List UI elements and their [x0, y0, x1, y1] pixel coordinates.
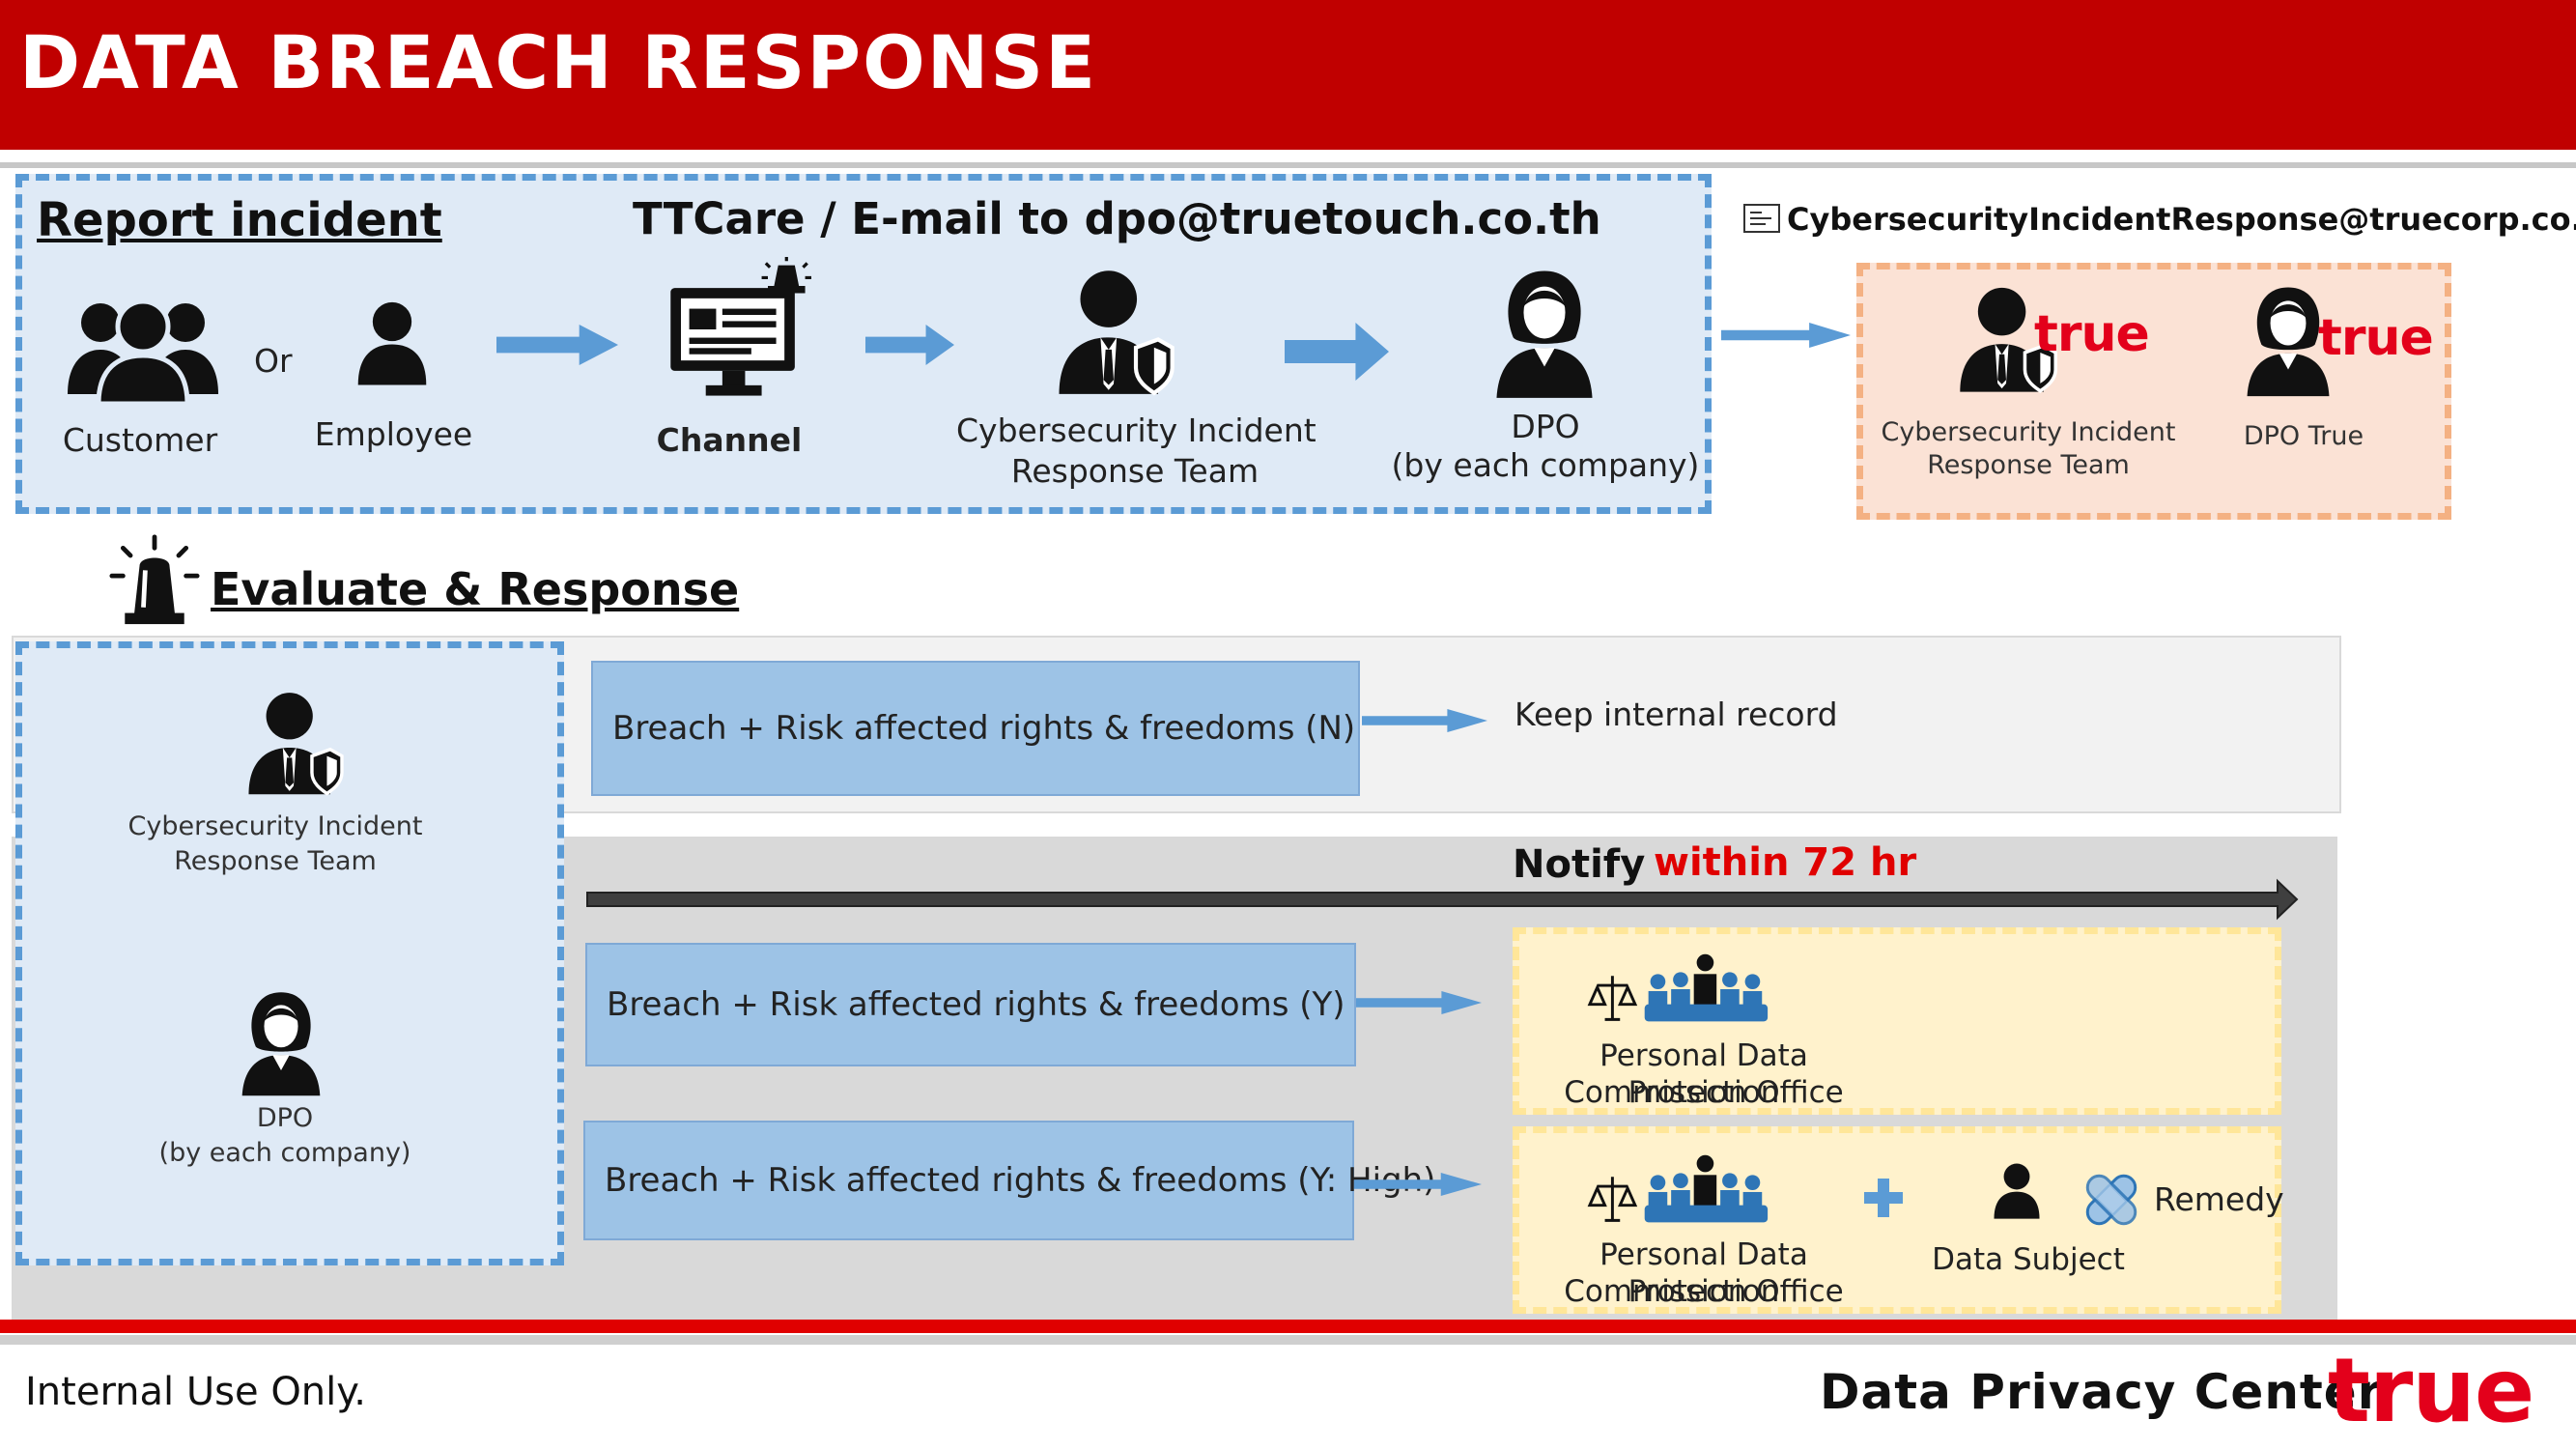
eval-dpo-label-2: (by each company)	[158, 1138, 411, 1168]
report-incident-title: Report incident	[37, 193, 442, 247]
cirt-agent-icon	[1051, 265, 1176, 396]
cirt-label-1: Cybersecurity Incident	[956, 412, 1316, 449]
notify-time-label: within 72 hr	[1654, 840, 1917, 885]
true-escalation-panel	[1856, 263, 2451, 520]
pdpc-label-1: Personal Data Protection	[1599, 1038, 1808, 1110]
report-channel-text: TTCare / E-mail to dpo@truetouch.co.th	[633, 193, 1601, 244]
customer-group-icon	[66, 286, 220, 402]
eval-dpo-woman-icon	[241, 992, 321, 1096]
true-cirt-label-2: Response Team	[1927, 450, 2130, 480]
employee-icon	[357, 301, 427, 385]
dpo-woman-icon	[1496, 270, 1593, 398]
eval-cirt-label-2: Response Team	[174, 846, 377, 876]
plus-icon	[1864, 1179, 1903, 1217]
header-divider	[0, 162, 2576, 168]
data-subject-label: Data Subject	[1932, 1242, 2125, 1277]
employee-label: Employee	[314, 415, 473, 453]
customer-label: Customer	[62, 421, 218, 459]
notify-label: Notify	[1513, 842, 1646, 887]
footer-red-rule	[0, 1320, 2576, 1333]
channel-label: Channel	[656, 421, 803, 459]
pdpc-notify-box	[1513, 927, 2281, 1115]
true-logo-cirt: true	[2034, 305, 2150, 363]
keep-record-label: Keep internal record	[1514, 696, 1838, 733]
eval-cirt-agent-icon	[246, 691, 344, 796]
internal-use-label: Internal Use Only.	[25, 1370, 366, 1414]
flow-arrow-1	[496, 325, 618, 365]
true-dpo-label: DPO True	[2243, 421, 2364, 451]
footer-grey-rule	[0, 1335, 2576, 1345]
arrow-to-pdpc-and-subject	[1354, 1173, 1482, 1196]
true-brand-logo: true	[2328, 1339, 2534, 1442]
remedy-label: Remedy	[2154, 1180, 2284, 1218]
siren-icon	[108, 533, 201, 626]
report-incident-panel	[15, 174, 1712, 514]
notify-timeline-arrow	[586, 878, 2299, 921]
flow-arrow-3	[1285, 323, 1389, 381]
eval-dpo-label-1: DPO	[256, 1103, 314, 1133]
pdpc-label-1b: Personal Data Protection	[1599, 1237, 1808, 1309]
data-privacy-center-label: Data Privacy Center	[1820, 1364, 2383, 1420]
cirt-label-2: Response Team	[1010, 452, 1260, 490]
arrow-to-pdpc	[1356, 991, 1482, 1014]
breach-risk-y-high-box: Breach + Risk affected rights & freedoms…	[583, 1121, 1435, 1240]
dpo-label-2: (by each company)	[1391, 446, 1700, 484]
arrow-to-keep-record	[1362, 709, 1487, 732]
eval-cirt-label-1: Cybersecurity Incident	[127, 811, 423, 841]
channel-monitor-alert-icon	[668, 257, 811, 398]
bandage-remedy-icon	[2085, 1174, 2137, 1226]
or-label: Or	[254, 342, 293, 380]
pdpc-icon	[1588, 952, 1769, 1023]
evaluators-panel	[15, 641, 564, 1265]
dpo-label-1: DPO	[1511, 408, 1580, 445]
breach-risk-y-box: Breach + Risk affected rights & freedoms…	[585, 943, 1356, 1066]
pdpc-subject-notify-box	[1513, 1126, 2281, 1314]
pdpc-label-2b: Commission Office	[1564, 1274, 1844, 1309]
email-icon	[1743, 204, 1780, 233]
data-subject-icon	[1994, 1163, 2040, 1219]
true-cirt-label-1: Cybersecurity Incident	[1881, 417, 2176, 447]
pdpc-label-2: Commission Office	[1564, 1075, 1844, 1110]
true-logo-dpo: true	[2318, 309, 2434, 367]
page-title: DATA BREACH RESPONSE	[19, 19, 1097, 105]
header-bar	[0, 0, 2576, 150]
breach-risk-n-box: Breach + Risk affected rights & freedoms…	[591, 661, 1360, 796]
evaluate-response-title: Evaluate & Response	[211, 563, 740, 615]
flow-arrow-2	[865, 325, 954, 365]
pdpc-icon-2	[1588, 1153, 1769, 1224]
external-email-address: CybersecurityIncidentResponse@truecorp.c…	[1787, 201, 2576, 238]
flow-arrow-external	[1721, 323, 1851, 348]
